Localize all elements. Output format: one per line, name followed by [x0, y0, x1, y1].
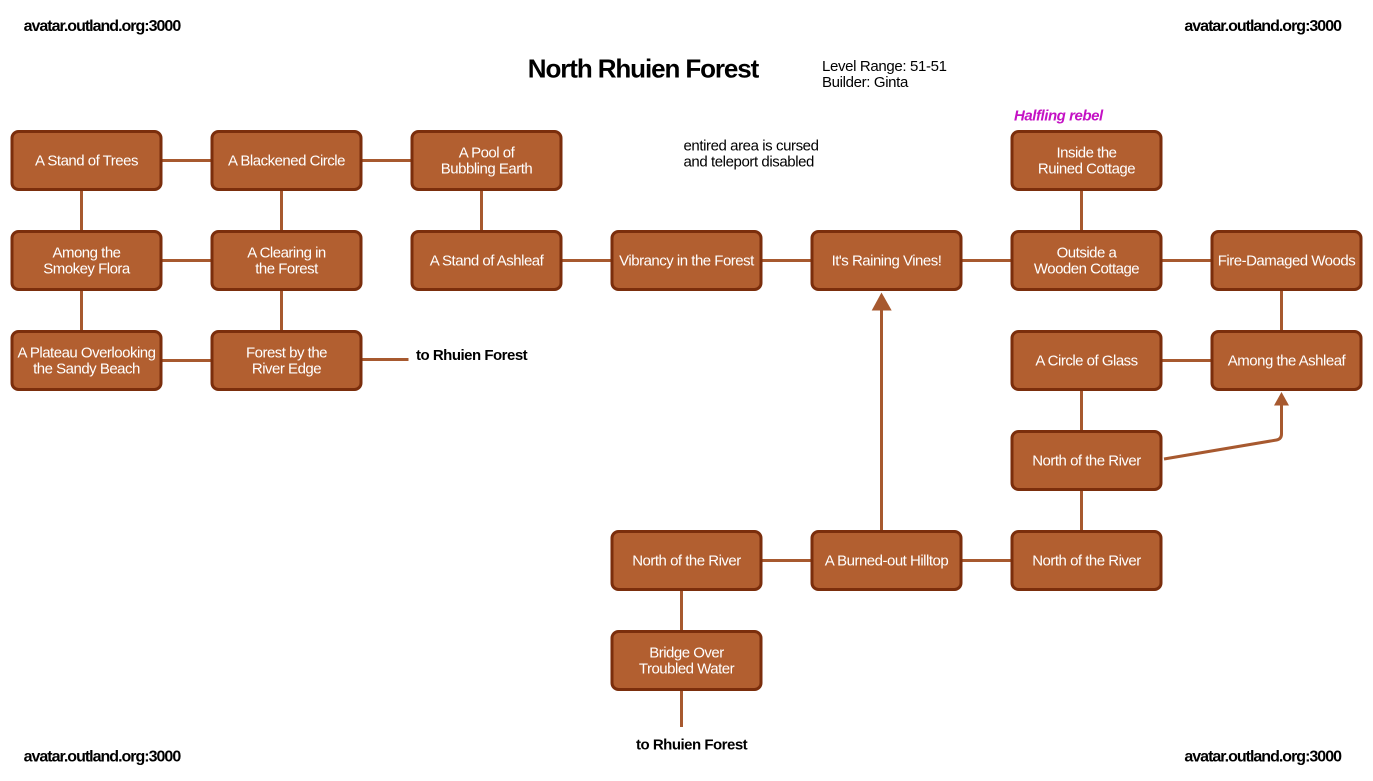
- svg-text:A Stand of Trees: A Stand of Trees: [35, 152, 138, 169]
- svg-text:avatar.outland.org:3000: avatar.outland.org:3000: [24, 749, 182, 766]
- svg-text:North of the River: North of the River: [1032, 452, 1141, 469]
- svg-text:Vibrancy in the Forest: Vibrancy in the Forest: [619, 252, 755, 269]
- svg-text:Builder: Ginta: Builder: Ginta: [822, 74, 909, 91]
- svg-text:A Blackened Circle: A Blackened Circle: [228, 152, 345, 169]
- svg-text:Outside a: Outside a: [1057, 244, 1118, 261]
- svg-text:A Stand of Ashleaf: A Stand of Ashleaf: [430, 252, 545, 269]
- svg-text:Among the: Among the: [52, 244, 120, 261]
- svg-text:avatar.outland.org:3000: avatar.outland.org:3000: [1184, 749, 1342, 766]
- svg-text:Bubbling Earth: Bubbling Earth: [441, 160, 533, 177]
- svg-text:A Burned-out Hilltop: A Burned-out Hilltop: [825, 552, 949, 569]
- svg-text:Smokey Flora: Smokey Flora: [43, 260, 131, 277]
- svg-text:to Rhuien Forest: to Rhuien Forest: [416, 347, 528, 364]
- svg-text:Level Range: 51-51: Level Range: 51-51: [822, 58, 947, 75]
- svg-text:entired area is cursed: entired area is cursed: [684, 137, 819, 154]
- svg-text:Bridge Over: Bridge Over: [649, 644, 724, 661]
- svg-text:the Sandy Beach: the Sandy Beach: [33, 360, 140, 377]
- svg-text:Ruined Cottage: Ruined Cottage: [1038, 160, 1135, 177]
- svg-text:A Pool of: A Pool of: [459, 144, 516, 161]
- svg-text:North of the River: North of the River: [1032, 552, 1141, 569]
- svg-text:Halfling rebel: Halfling rebel: [1014, 108, 1104, 125]
- svg-text:It's Raining Vines!: It's Raining Vines!: [832, 252, 942, 269]
- svg-text:River Edge: River Edge: [252, 360, 321, 377]
- svg-text:Wooden Cottage: Wooden Cottage: [1034, 260, 1139, 277]
- svg-text:avatar.outland.org:3000: avatar.outland.org:3000: [1184, 18, 1342, 35]
- svg-text:and teleport disabled: and teleport disabled: [684, 153, 815, 170]
- svg-text:North of the River: North of the River: [632, 552, 741, 569]
- svg-text:A Circle of Glass: A Circle of Glass: [1035, 352, 1137, 369]
- svg-text:the Forest: the Forest: [255, 260, 319, 277]
- svg-text:Forest by the: Forest by the: [246, 344, 327, 361]
- svg-text:Among the Ashleaf: Among the Ashleaf: [1228, 352, 1347, 369]
- svg-text:North Rhuien Forest: North Rhuien Forest: [528, 54, 760, 84]
- svg-text:Fire-Damaged Woods: Fire-Damaged Woods: [1218, 252, 1355, 269]
- svg-text:avatar.outland.org:3000: avatar.outland.org:3000: [24, 18, 182, 35]
- svg-text:A Plateau Overlooking: A Plateau Overlooking: [18, 344, 156, 361]
- svg-text:Troubled Water: Troubled Water: [639, 660, 735, 677]
- svg-text:to Rhuien Forest: to Rhuien Forest: [636, 737, 748, 754]
- svg-text:Inside the: Inside the: [1056, 144, 1116, 161]
- svg-text:A Clearing in: A Clearing in: [247, 244, 326, 261]
